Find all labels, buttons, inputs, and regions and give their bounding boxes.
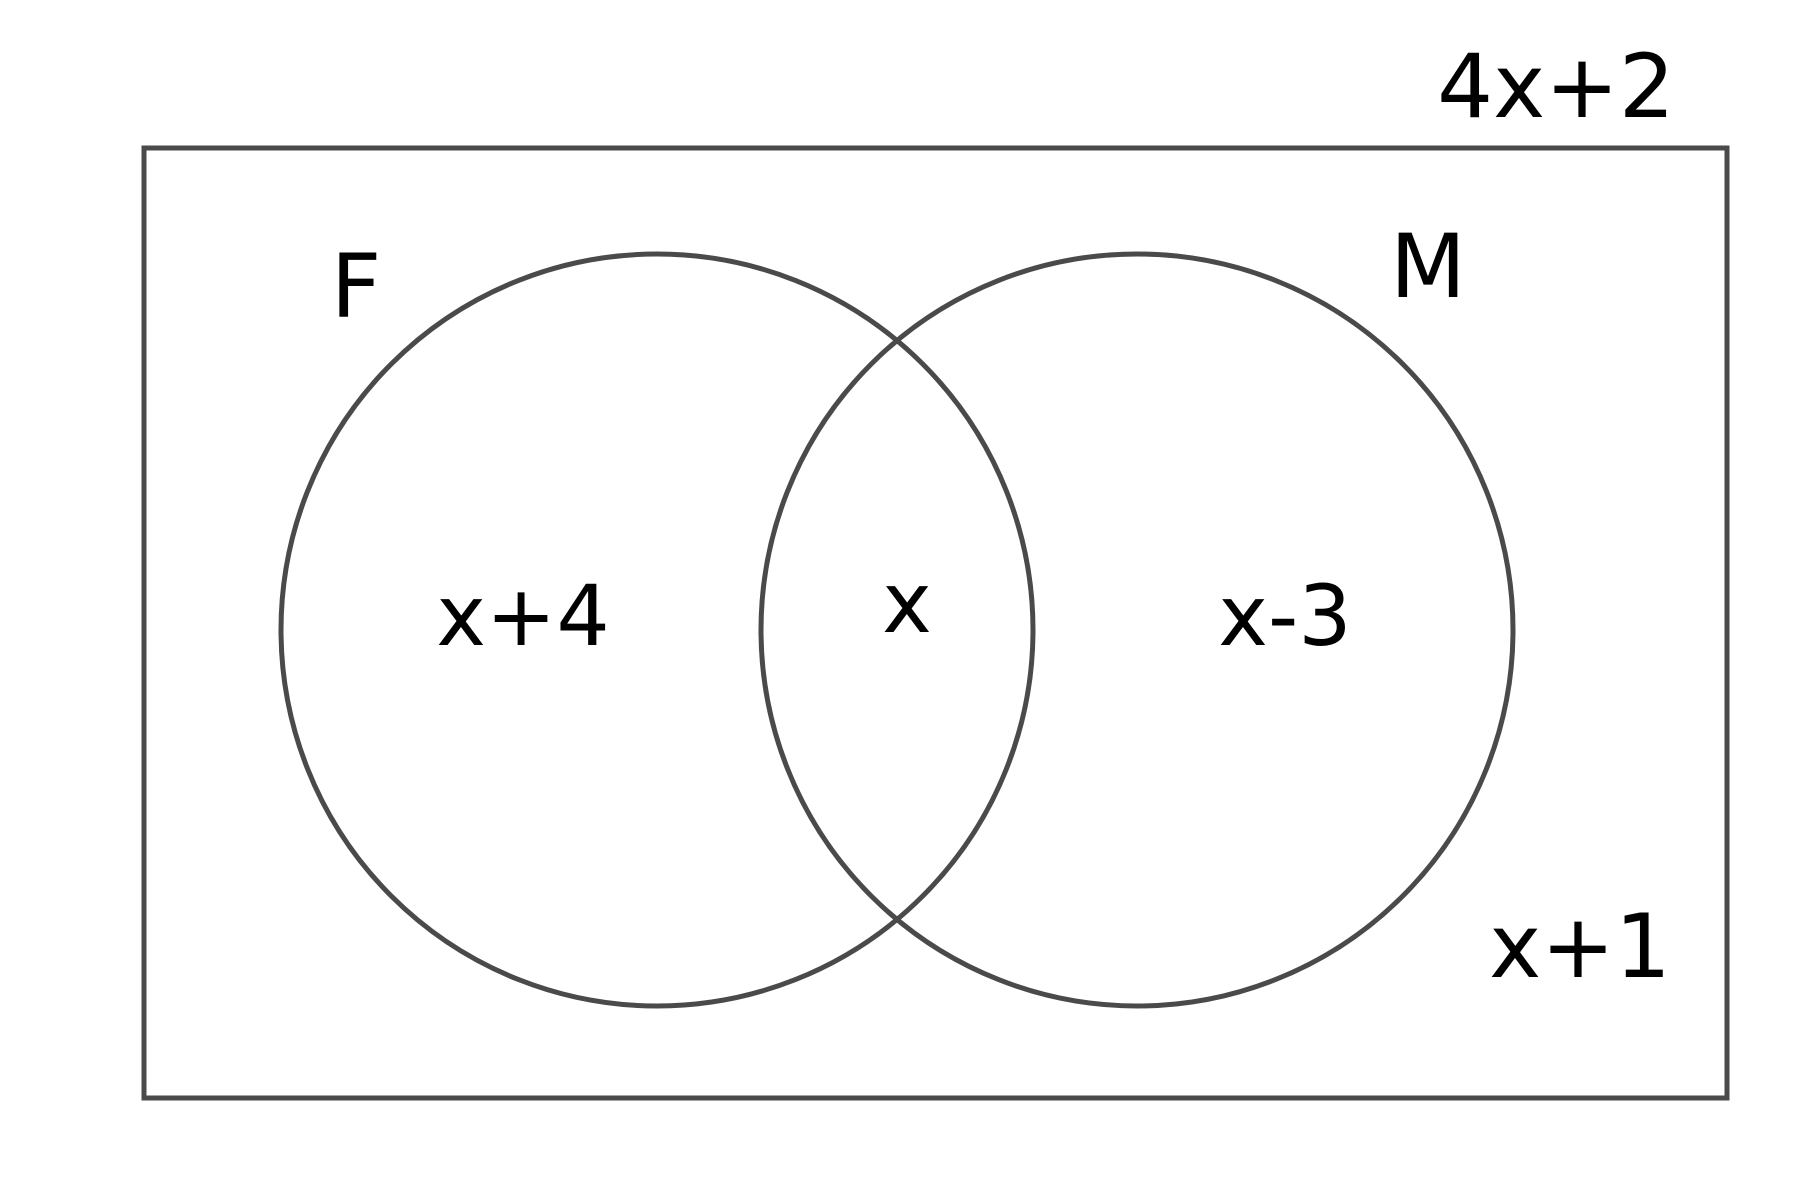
intersection-region-label: x xyxy=(882,554,932,652)
m-only-region-label: x-3 xyxy=(1218,567,1351,665)
set-m-name: M xyxy=(1390,215,1466,318)
universal-total-label: 4x+2 xyxy=(1437,35,1675,138)
set-f-circle xyxy=(278,251,1036,1009)
universal-set-rectangle xyxy=(141,145,1730,1101)
set-f-name: F xyxy=(331,235,382,338)
f-only-region-label: x+4 xyxy=(436,567,610,665)
set-m-circle xyxy=(758,251,1516,1009)
outside-region-label: x+1 xyxy=(1489,895,1671,998)
